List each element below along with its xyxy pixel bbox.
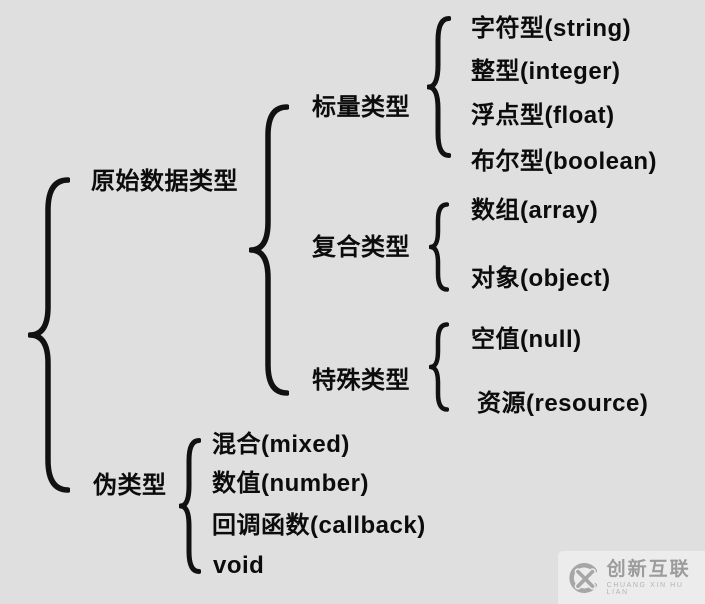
node-scalar-types: 标量类型 [312,94,410,121]
leaf-null: 空值(null) [471,326,582,353]
watermark-logo: 创新互联 CHUANG XIN HU LIAN [558,551,705,604]
watermark-name: 创新互联 [606,558,691,580]
brand-c-icon [569,562,598,593]
brace-primitive-group [249,104,289,396]
brace-compound [429,202,449,292]
brace-pseudo [179,438,201,574]
leaf-boolean: 布尔型(boolean) [471,148,657,175]
leaf-object: 对象(object) [471,265,611,292]
node-pseudo-types: 伪类型 [93,472,167,499]
leaf-integer: 整型(integer) [471,58,621,85]
leaf-float: 浮点型(float) [471,102,615,129]
brace-root [28,177,70,493]
leaf-mixed: 混合(mixed) [212,431,350,458]
leaf-callback: 回调函数(callback) [212,512,426,539]
leaf-string: 字符型(string) [471,15,632,42]
brace-scalar [427,16,451,158]
leaf-array: 数组(array) [471,197,599,224]
node-primitive-data-types: 原始数据类型 [91,168,238,195]
leaf-void: void [213,552,265,579]
brace-special [429,322,449,412]
watermark-subtitle: CHUANG XIN HU LIAN [606,581,684,596]
node-special-types: 特殊类型 [312,367,410,394]
leaf-number: 数值(number) [212,470,369,497]
node-compound-types: 复合类型 [312,234,410,261]
leaf-resource: 资源(resource) [477,390,649,417]
